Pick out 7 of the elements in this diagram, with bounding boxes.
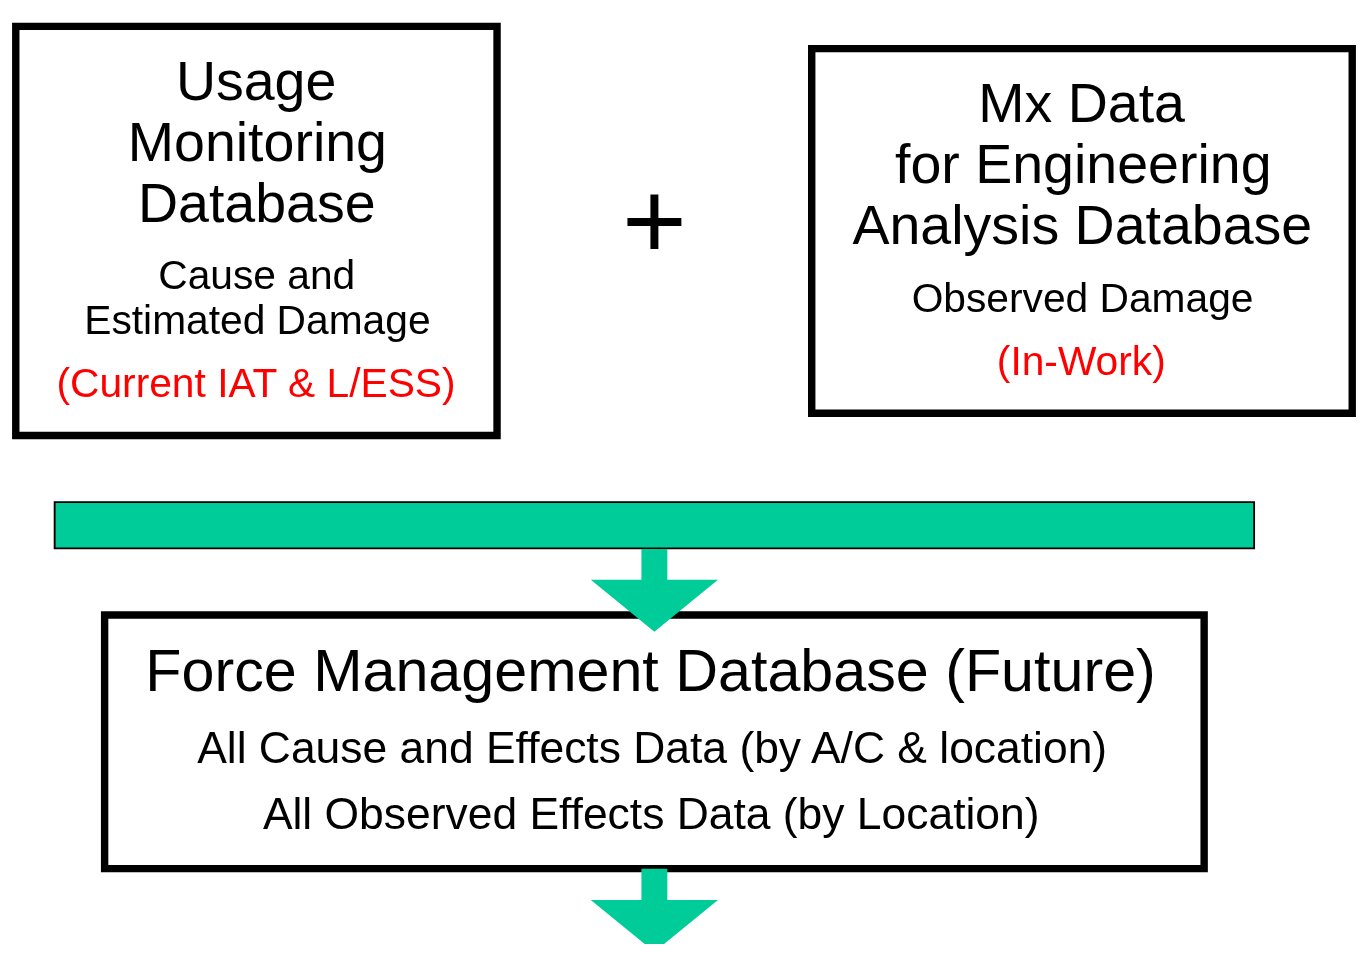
node-box: Mx Data for Engineering Analysis Database Observed Damage (In-Work) xyxy=(808,44,1356,417)
arrow xyxy=(590,548,718,632)
node-box: Usage Monitoring Database Cause and Estimated Damage (Current IAT & L/ESS) xyxy=(12,22,501,439)
node-box: Force Management Database (Future) All Cause and Effects Data (by A/C & location) All Observed Effects Data (by Location) xyxy=(100,610,1208,872)
node-bar xyxy=(53,500,1256,549)
arrow xyxy=(590,868,718,944)
label: + xyxy=(621,157,687,283)
